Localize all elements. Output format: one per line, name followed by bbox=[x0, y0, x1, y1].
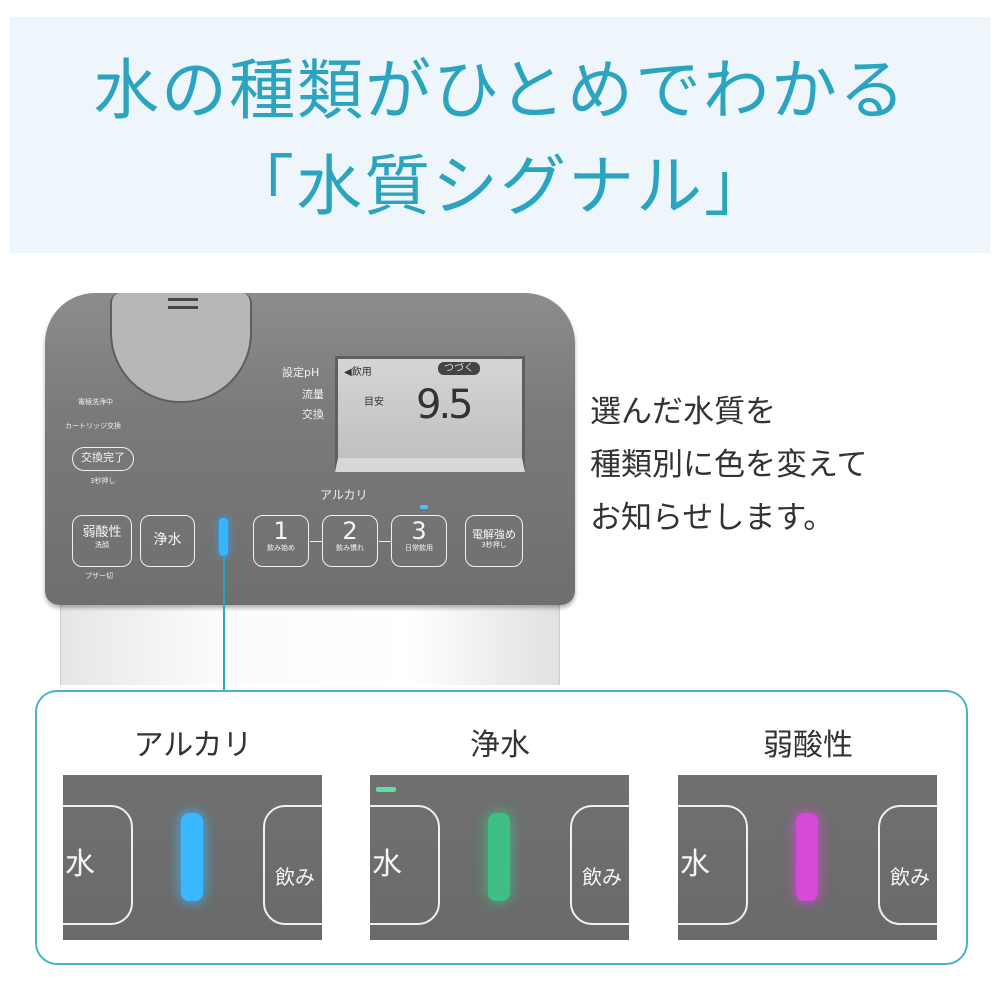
label-alkali: アルカリ bbox=[320, 488, 368, 502]
description: 選んだ水質を 種類別に色を変えて お知らせします。 bbox=[590, 386, 867, 545]
alkali-1-button[interactable]: 1 飲み始め bbox=[253, 515, 309, 567]
button-sub: 飲み始め bbox=[267, 544, 295, 552]
signal-label-alkali: アルカリ bbox=[133, 728, 253, 763]
signal-label-purified: 浄水 bbox=[470, 728, 530, 763]
alkali-3-led bbox=[420, 505, 428, 509]
button-fragment: 飲み bbox=[878, 805, 937, 925]
water-signal-indicator bbox=[219, 518, 228, 556]
button-fragment: 水 bbox=[678, 805, 748, 925]
button-label: 3 bbox=[411, 517, 427, 545]
signal-led-green bbox=[488, 813, 510, 901]
button-label: 2 bbox=[342, 517, 358, 545]
signal-label-weak-acid: 弱酸性 bbox=[763, 728, 853, 763]
title-banner: 水の種類がひとめでわかる 「水質シグナル」 bbox=[10, 17, 990, 253]
label-ph: 設定pH bbox=[282, 366, 320, 379]
signal-example-weak-acid: 水 飲み bbox=[678, 775, 937, 940]
lcd-mode: ◀飲用 bbox=[344, 367, 372, 378]
title-line-2: 「水質シグナル」 bbox=[228, 148, 772, 225]
button-fragment: 水 bbox=[370, 805, 440, 925]
strong-electrolysis-button[interactable]: 電解強め 3秒押し bbox=[465, 515, 523, 567]
button-sub: 飲み慣れ bbox=[336, 544, 364, 552]
signal-example-alkali: 水 飲み bbox=[63, 775, 322, 940]
led-green-small bbox=[376, 787, 396, 792]
lcd-ph-value: 9.5 bbox=[416, 382, 474, 428]
lid-slot bbox=[168, 298, 198, 301]
lcd-guide: 目安 bbox=[364, 397, 384, 408]
lcd-badge: つづく bbox=[438, 362, 480, 375]
alkali-2-button[interactable]: 2 飲み慣れ bbox=[322, 515, 378, 567]
lcd-display: ◀飲用 つづく 目安 9.5 bbox=[335, 356, 525, 472]
signal-led-blue bbox=[181, 813, 203, 901]
button-label: 弱酸性 bbox=[82, 525, 122, 540]
device-lid bbox=[110, 293, 252, 403]
alkali-3-button[interactable]: 3 日常飲用 bbox=[391, 515, 447, 567]
callout-line bbox=[223, 555, 225, 691]
label-exchange: 交換 bbox=[302, 408, 324, 421]
purified-water-button[interactable]: 浄水 bbox=[140, 515, 195, 567]
description-line: 選んだ水質を bbox=[590, 394, 776, 430]
exchange-done-button[interactable]: 交換完了 bbox=[72, 447, 134, 471]
button-label: 電解強め bbox=[472, 528, 516, 541]
signal-examples-frame bbox=[35, 690, 968, 965]
button-label: 1 bbox=[273, 517, 289, 545]
label-buzzer-off: ブザー切 bbox=[85, 572, 113, 580]
signal-example-purified: 水 飲み bbox=[370, 775, 629, 940]
label-cartridge: カートリッジ交換 bbox=[65, 422, 121, 430]
lid-slot bbox=[168, 306, 198, 309]
button-fragment: 飲み bbox=[570, 805, 629, 925]
button-sub: 3秒押し bbox=[481, 541, 507, 550]
connector bbox=[310, 541, 322, 542]
label-3sec: 3秒押し bbox=[90, 477, 116, 485]
description-line: 種類別に色を変えて bbox=[590, 447, 868, 483]
description-line: お知らせします。 bbox=[590, 500, 835, 536]
title-line-1: 水の種類がひとめでわかる bbox=[92, 52, 908, 129]
button-sub: 日常飲用 bbox=[405, 544, 433, 552]
label-cleaning: 電極洗浄中 bbox=[78, 398, 113, 406]
label-flow: 流量 bbox=[302, 388, 324, 401]
button-fragment: 水 bbox=[63, 805, 133, 925]
connector bbox=[379, 541, 391, 542]
button-sub: 洗顔 bbox=[95, 540, 109, 549]
weak-acid-button[interactable]: 弱酸性 洗顔 bbox=[72, 515, 132, 567]
signal-led-purple bbox=[796, 813, 818, 901]
button-fragment: 飲み bbox=[263, 805, 322, 925]
